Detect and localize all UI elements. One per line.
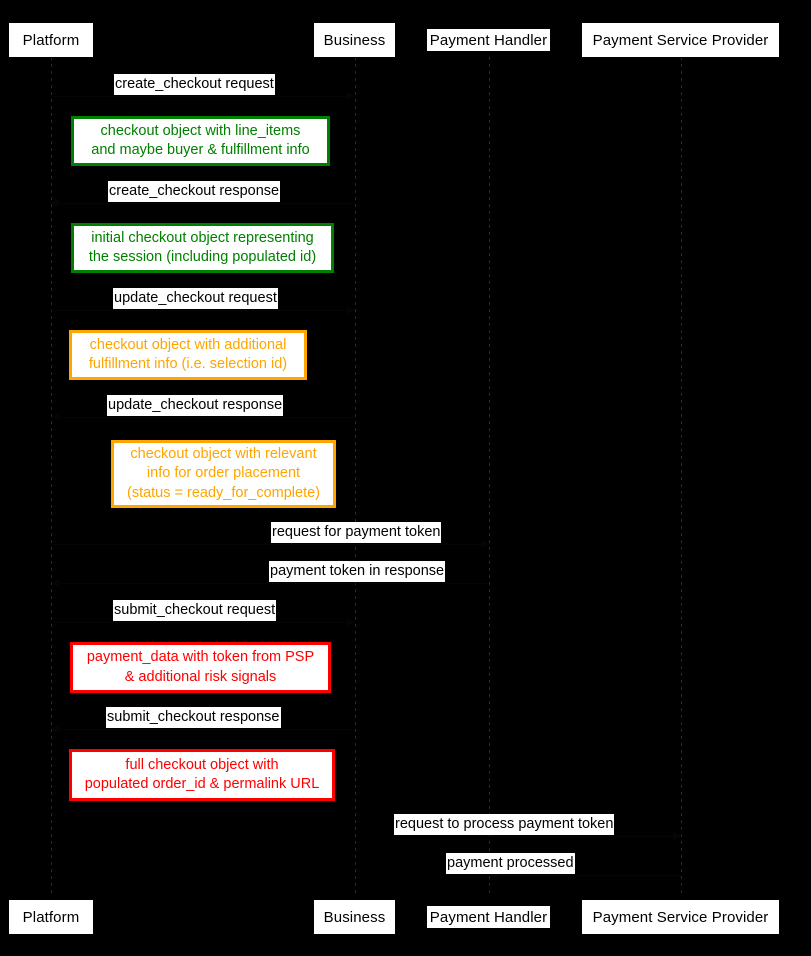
note-line: initial checkout object representing bbox=[91, 229, 314, 246]
message-label-payment-token-in-response: payment token in response bbox=[269, 561, 446, 583]
message-label-create-checkout-request: create_checkout request bbox=[114, 74, 275, 96]
note-line: full checkout object with bbox=[125, 756, 279, 773]
message-label-request-to-process-payment-token: request to process payment token bbox=[394, 814, 615, 836]
note-line: the session (including populated id) bbox=[88, 249, 317, 265]
arrow-line-m8 bbox=[59, 729, 355, 730]
participant-footer-psp-label: Payment Service Provider bbox=[592, 908, 769, 926]
note-line: checkout object with line_items bbox=[100, 122, 301, 139]
participant-footer-platform-label: Platform bbox=[22, 908, 80, 926]
message-label-submit-checkout-request: submit_checkout request bbox=[113, 600, 277, 622]
message-label-request-for-payment-token: request for payment token bbox=[271, 522, 442, 544]
arrow-head-m3 bbox=[347, 306, 355, 314]
arrow-head-m8 bbox=[51, 725, 59, 733]
arrow-head-m7 bbox=[347, 618, 355, 626]
arrow-head-m6 bbox=[51, 579, 59, 587]
arrow-line-m5 bbox=[51, 544, 481, 545]
lifeline-platform bbox=[51, 57, 52, 897]
participant-platform[interactable]: Platform bbox=[8, 22, 94, 58]
arrow-line-m2 bbox=[59, 203, 355, 204]
arrow-line-m10 bbox=[497, 875, 681, 876]
note-checkout-object-line-items: checkout object with line_items and mayb… bbox=[71, 116, 330, 166]
arrow-head-m10 bbox=[489, 871, 497, 879]
participant-payment-handler-label: Payment Handler bbox=[429, 31, 548, 49]
note-line: fulfillment info (i.e. selection id) bbox=[88, 356, 288, 372]
note-line: checkout object with relevant bbox=[130, 445, 317, 462]
lifeline-psp bbox=[681, 57, 682, 897]
message-label-submit-checkout-response: submit_checkout response bbox=[106, 707, 281, 729]
participant-business[interactable]: Business bbox=[313, 22, 396, 58]
arrow-line-m6 bbox=[59, 583, 489, 584]
message-label-create-checkout-response: create_checkout response bbox=[108, 181, 281, 203]
participant-footer-payment-handler[interactable]: Payment Handler bbox=[427, 906, 550, 928]
arrow-head-m4 bbox=[51, 413, 59, 421]
message-label-update-checkout-response: update_checkout response bbox=[107, 395, 284, 417]
arrow-head-m1 bbox=[347, 92, 355, 100]
participant-footer-payment-handler-label: Payment Handler bbox=[429, 908, 548, 926]
arrow-line-m7 bbox=[51, 622, 347, 623]
note-line: info for order placement bbox=[146, 465, 301, 482]
participant-footer-business-label: Business bbox=[323, 908, 386, 926]
lifeline-business bbox=[355, 57, 356, 897]
note-line: and maybe buyer & fulfillment info bbox=[91, 142, 310, 158]
note-line: populated order_id & permalink URL bbox=[84, 776, 320, 792]
arrow-head-m9 bbox=[673, 832, 681, 840]
lifeline-payment-handler bbox=[489, 57, 490, 897]
participant-footer-business[interactable]: Business bbox=[313, 899, 396, 935]
participant-footer-platform[interactable]: Platform bbox=[8, 899, 94, 935]
arrow-line-m4 bbox=[59, 417, 355, 418]
participant-platform-label: Platform bbox=[22, 31, 80, 49]
arrow-line-m3 bbox=[51, 310, 347, 311]
note-checkout-object-ready-for-complete: checkout object with relevant info for o… bbox=[111, 440, 336, 508]
note-line: & additional risk signals bbox=[124, 668, 277, 685]
participant-footer-psp[interactable]: Payment Service Provider bbox=[581, 899, 780, 935]
participant-payment-handler[interactable]: Payment Handler bbox=[427, 29, 550, 51]
participant-psp-label: Payment Service Provider bbox=[592, 31, 769, 49]
note-checkout-object-additional-fulfillment: checkout object with additional fulfillm… bbox=[69, 330, 307, 380]
note-line: checkout object with additional bbox=[89, 336, 287, 353]
note-line: payment_data with token from PSP bbox=[86, 649, 315, 666]
note-initial-checkout-object: initial checkout object representing the… bbox=[71, 223, 334, 273]
note-payment-data-with-token: payment_data with token from PSP & addit… bbox=[70, 642, 331, 693]
note-line: (status = ready_for_complete) bbox=[126, 484, 321, 501]
arrow-head-m2 bbox=[51, 199, 59, 207]
participant-business-label: Business bbox=[323, 31, 386, 49]
arrow-line-m1 bbox=[51, 96, 347, 97]
arrow-line-m9 bbox=[489, 836, 673, 837]
participant-psp[interactable]: Payment Service Provider bbox=[581, 22, 780, 58]
arrow-head-m5 bbox=[481, 540, 489, 548]
message-label-payment-processed: payment processed bbox=[446, 853, 575, 875]
note-full-checkout-object: full checkout object with populated orde… bbox=[69, 749, 335, 801]
message-label-update-checkout-request: update_checkout request bbox=[113, 288, 278, 310]
